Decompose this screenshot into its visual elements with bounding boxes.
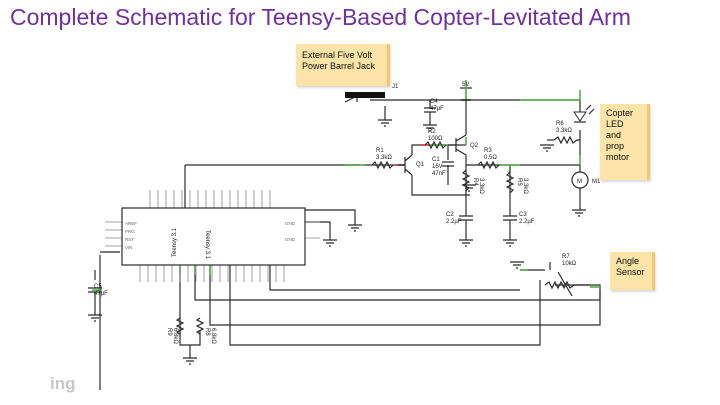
svg-text:VIN: VIN — [125, 245, 133, 250]
note-power-jack: External Five Volt Power Barrel Jack — [296, 44, 390, 86]
resistor-r4: R4 3.3kΩ — [461, 169, 484, 194]
note-angle-sensor: Angle Sensor — [610, 252, 655, 290]
c5-value: 47µF — [94, 291, 108, 297]
r7-value: 10kΩ — [562, 261, 577, 267]
resistor-r3: R3 0.5Ω — [477, 148, 500, 170]
j1-label: J1 — [392, 84, 399, 90]
c1-voltage: 16V — [432, 164, 443, 170]
note-power-line-1: External Five Volt — [302, 50, 373, 60]
c5-name: C5 — [94, 284, 102, 290]
barrel-jack-j1: J1 — [345, 84, 399, 98]
led-icon — [573, 104, 595, 123]
r5-value: 3.3kΩ — [522, 178, 528, 194]
r3-value: 0.5Ω — [484, 155, 497, 161]
c3-value: 2.2µF — [519, 219, 535, 225]
capacitor-c1: C1 16V 47nF — [432, 157, 454, 177]
teensy-label-1: Teensy 3.1 — [172, 227, 178, 257]
note-copter-line-5: motor — [606, 152, 630, 162]
c1-value: 47nF — [432, 171, 446, 177]
r9-value: 6.8kΩ — [172, 328, 178, 344]
teensy-label-2: Teensy 3.1 — [204, 230, 210, 260]
svg-text:AREF: AREF — [125, 221, 137, 226]
r4-name: R4 — [472, 178, 478, 186]
r7-name: R7 — [562, 254, 570, 260]
r2-name: R2 — [428, 129, 436, 135]
q1-label: Q1 — [416, 162, 425, 168]
r3-name: R3 — [484, 148, 492, 154]
note-copter-line-1: Copter — [606, 108, 634, 118]
note-angle-line-2: Sensor — [616, 267, 645, 277]
c4-value: 47µF — [430, 106, 444, 112]
q2-label: Q2 — [470, 143, 479, 149]
r8-name: R8 — [204, 328, 210, 336]
note-power-line-2: Power Barrel Jack — [302, 61, 376, 71]
potentiometer-r7: R7 10kΩ — [544, 254, 590, 297]
note-copter-line-4: prop — [606, 141, 625, 151]
r6-value: 3.3kΩ — [556, 128, 572, 134]
r1-value: 3.3kΩ — [376, 155, 392, 161]
motor-m1: M M1 — [571, 171, 601, 210]
resistor-r2: R2 100Ω — [424, 129, 447, 150]
resistor-r1: R1 3.3kΩ — [371, 148, 394, 170]
note-angle-line-1: Angle — [616, 256, 640, 266]
slide-title: Complete Schematic for Teensy-Based Copt… — [10, 4, 631, 30]
r8-value: 6.8kΩ — [210, 328, 216, 344]
capacitor-c4: C4 47µF — [424, 99, 444, 125]
r1-name: R1 — [376, 148, 384, 154]
resistor-r5: R5 3.3kΩ — [505, 171, 528, 194]
c1-name: C1 — [432, 157, 440, 163]
vcc-label: 5V — [462, 82, 469, 88]
transistor-q2: Q2 — [448, 134, 479, 156]
svg-text:RST: RST — [125, 237, 134, 242]
note-copter-line-3: and — [606, 130, 622, 140]
c4-name: C4 — [430, 99, 438, 105]
c2-name: C2 — [446, 212, 454, 218]
c3-name: C3 — [519, 212, 527, 218]
r9-name: R9 — [166, 328, 172, 336]
r6-name: R6 — [556, 121, 564, 127]
transistor-q1: Q1 — [398, 154, 425, 176]
r2-value: 100Ω — [428, 136, 443, 142]
capacitor-c3: C3 2.2µF — [503, 210, 535, 240]
svg-text:GND: GND — [285, 237, 296, 242]
resistor-r6: R6 3.3kΩ — [547, 121, 580, 145]
r4-value: 3.3kΩ — [478, 178, 484, 194]
capacitor-c5: C5 47µF — [88, 284, 108, 315]
note-copter: Copter LED and prop motor — [600, 104, 650, 180]
svg-text:PRG: PRG — [125, 229, 135, 234]
teensy-board: Teensy 3.1 Teensy 3.1 AREF PRG RST VIN GND G… — [105, 190, 320, 282]
ground-symbols — [88, 99, 586, 365]
resistor-r8-r9: R9 6.8kΩ R8 6.8kΩ — [166, 317, 216, 344]
note-copter-line-2: LED — [606, 119, 624, 129]
capacitor-c2: C2 2.2µF — [446, 210, 473, 240]
c2-value: 2.2µF — [446, 219, 462, 225]
m1-label: M1 — [592, 179, 601, 185]
svg-text:GND: GND — [285, 221, 296, 226]
r5-name: R5 — [516, 178, 522, 186]
motor-icon: M — [577, 179, 582, 185]
fritzing-logo: ing — [50, 374, 76, 393]
